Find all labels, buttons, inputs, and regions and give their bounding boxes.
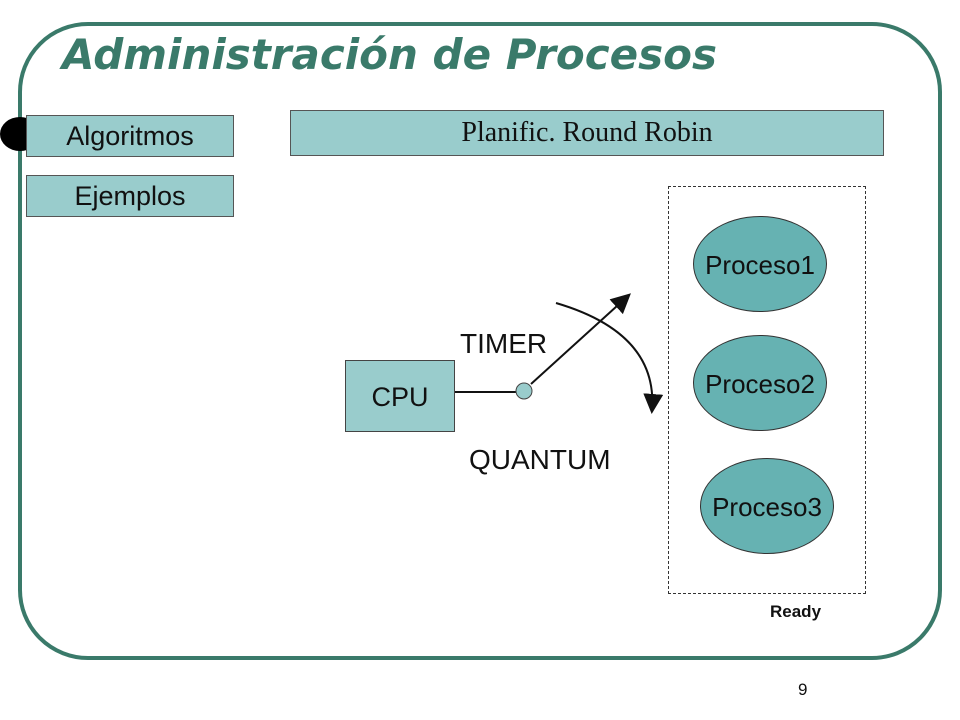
process-node-1: Proceso1 (693, 216, 827, 312)
timer-label: TIMER (460, 328, 548, 359)
ready-label: Ready (770, 602, 822, 621)
switch-arrow (530, 293, 631, 385)
ready-queue-box (668, 186, 866, 594)
section-banner: Planific. Round Robin (290, 110, 884, 156)
process-node-3: Proceso3 (700, 458, 834, 554)
nav-item-algoritmos[interactable]: Algoritmos (26, 115, 234, 157)
switch-node (515, 382, 533, 400)
quantum-label: QUANTUM (469, 444, 611, 475)
nav-item-ejemplos[interactable]: Ejemplos (26, 175, 234, 217)
page-number: 9 (798, 680, 808, 699)
process-node-2: Proceso2 (693, 335, 827, 431)
slide-frame (18, 22, 942, 660)
quantum-curve-arrow (555, 302, 664, 414)
slide-title: Administración de Procesos (62, 30, 717, 79)
cpu-box: CPU (345, 360, 455, 432)
